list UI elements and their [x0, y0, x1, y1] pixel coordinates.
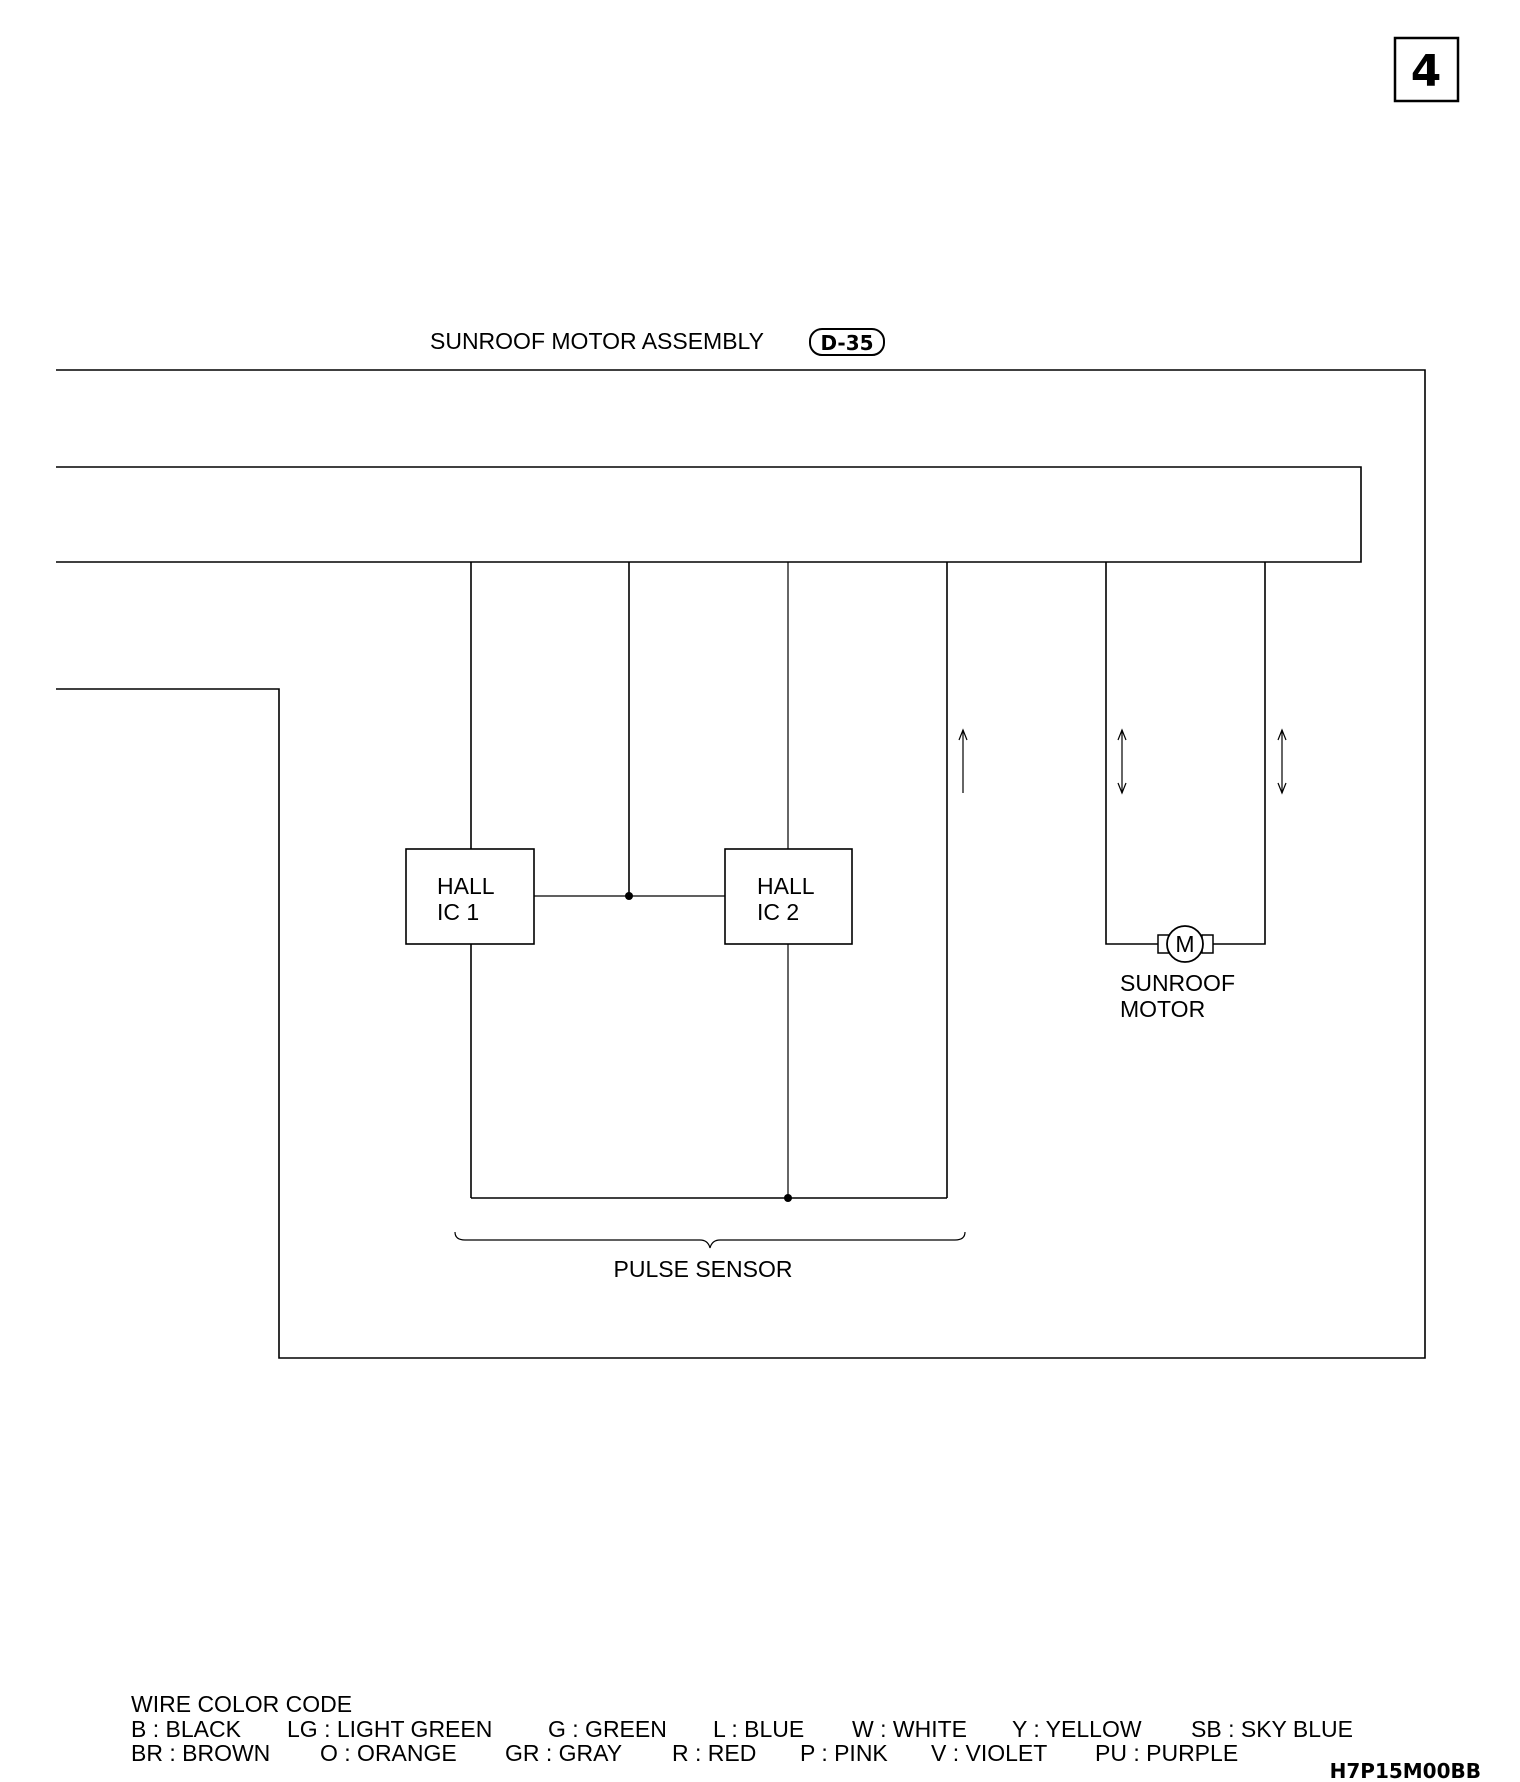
motor-icon: M	[1157, 925, 1214, 963]
supply-wire	[534, 562, 725, 900]
legend-item: PU : PURPLE	[1095, 1740, 1238, 1766]
sunroof-motor-line1: SUNROOF	[1120, 970, 1235, 996]
page-number: 4	[1411, 46, 1442, 97]
legend-title: WIRE COLOR CODE	[131, 1691, 352, 1717]
hall-ic-2-line1: HALL	[757, 873, 815, 899]
hall-ic-2: HALL IC 2	[724, 562, 853, 1198]
arrow-up-icon	[958, 728, 968, 793]
connector-band	[56, 466, 1362, 563]
assembly-label: SUNROOF MOTOR ASSEMBLY	[430, 328, 764, 354]
bidirectional-arrow-icon	[1117, 728, 1127, 795]
legend-item: B : BLACK	[131, 1716, 242, 1742]
figure-code: H7P15M00BB	[1330, 1759, 1481, 1782]
connector-badge: D-35	[809, 328, 885, 356]
legend-item: V : VIOLET	[931, 1740, 1047, 1766]
bidirectional-arrow-icon	[1277, 728, 1287, 795]
pulse-sensor-brace	[454, 1231, 966, 1249]
legend-item: G : GREEN	[548, 1716, 667, 1742]
hall-ic-1-line2: IC 1	[437, 899, 479, 925]
ground-wire	[471, 562, 948, 1202]
hall-ic-1-line1: HALL	[437, 873, 495, 899]
wire-color-legend: WIRE COLOR CODE B : BLACK LG : LIGHT GRE…	[131, 1691, 1353, 1766]
hall-ic-1: HALL IC 1	[405, 562, 535, 1198]
legend-item: W : WHITE	[852, 1716, 967, 1742]
legend-item: P : PINK	[800, 1740, 888, 1766]
legend-item: LG : LIGHT GREEN	[287, 1716, 492, 1742]
legend-item: R : RED	[672, 1740, 756, 1766]
legend-item: SB : SKY BLUE	[1191, 1716, 1353, 1742]
legend-item: O : ORANGE	[320, 1740, 457, 1766]
hall-ic-2-line2: IC 2	[757, 899, 799, 925]
connector-label: D-35	[820, 331, 873, 355]
legend-item: GR : GRAY	[505, 1740, 622, 1766]
sunroof-motor-line2: MOTOR	[1120, 996, 1205, 1022]
motor-circuit	[1105, 562, 1266, 945]
page-number-box: 4	[1393, 36, 1460, 103]
assembly-boundary	[56, 369, 1426, 1359]
legend-item: BR : BROWN	[131, 1740, 270, 1766]
legend-item: Y : YELLOW	[1012, 1716, 1142, 1742]
motor-symbol: M	[1175, 931, 1194, 957]
pulse-sensor-label: PULSE SENSOR	[614, 1256, 793, 1282]
legend-item: L : BLUE	[713, 1716, 804, 1742]
